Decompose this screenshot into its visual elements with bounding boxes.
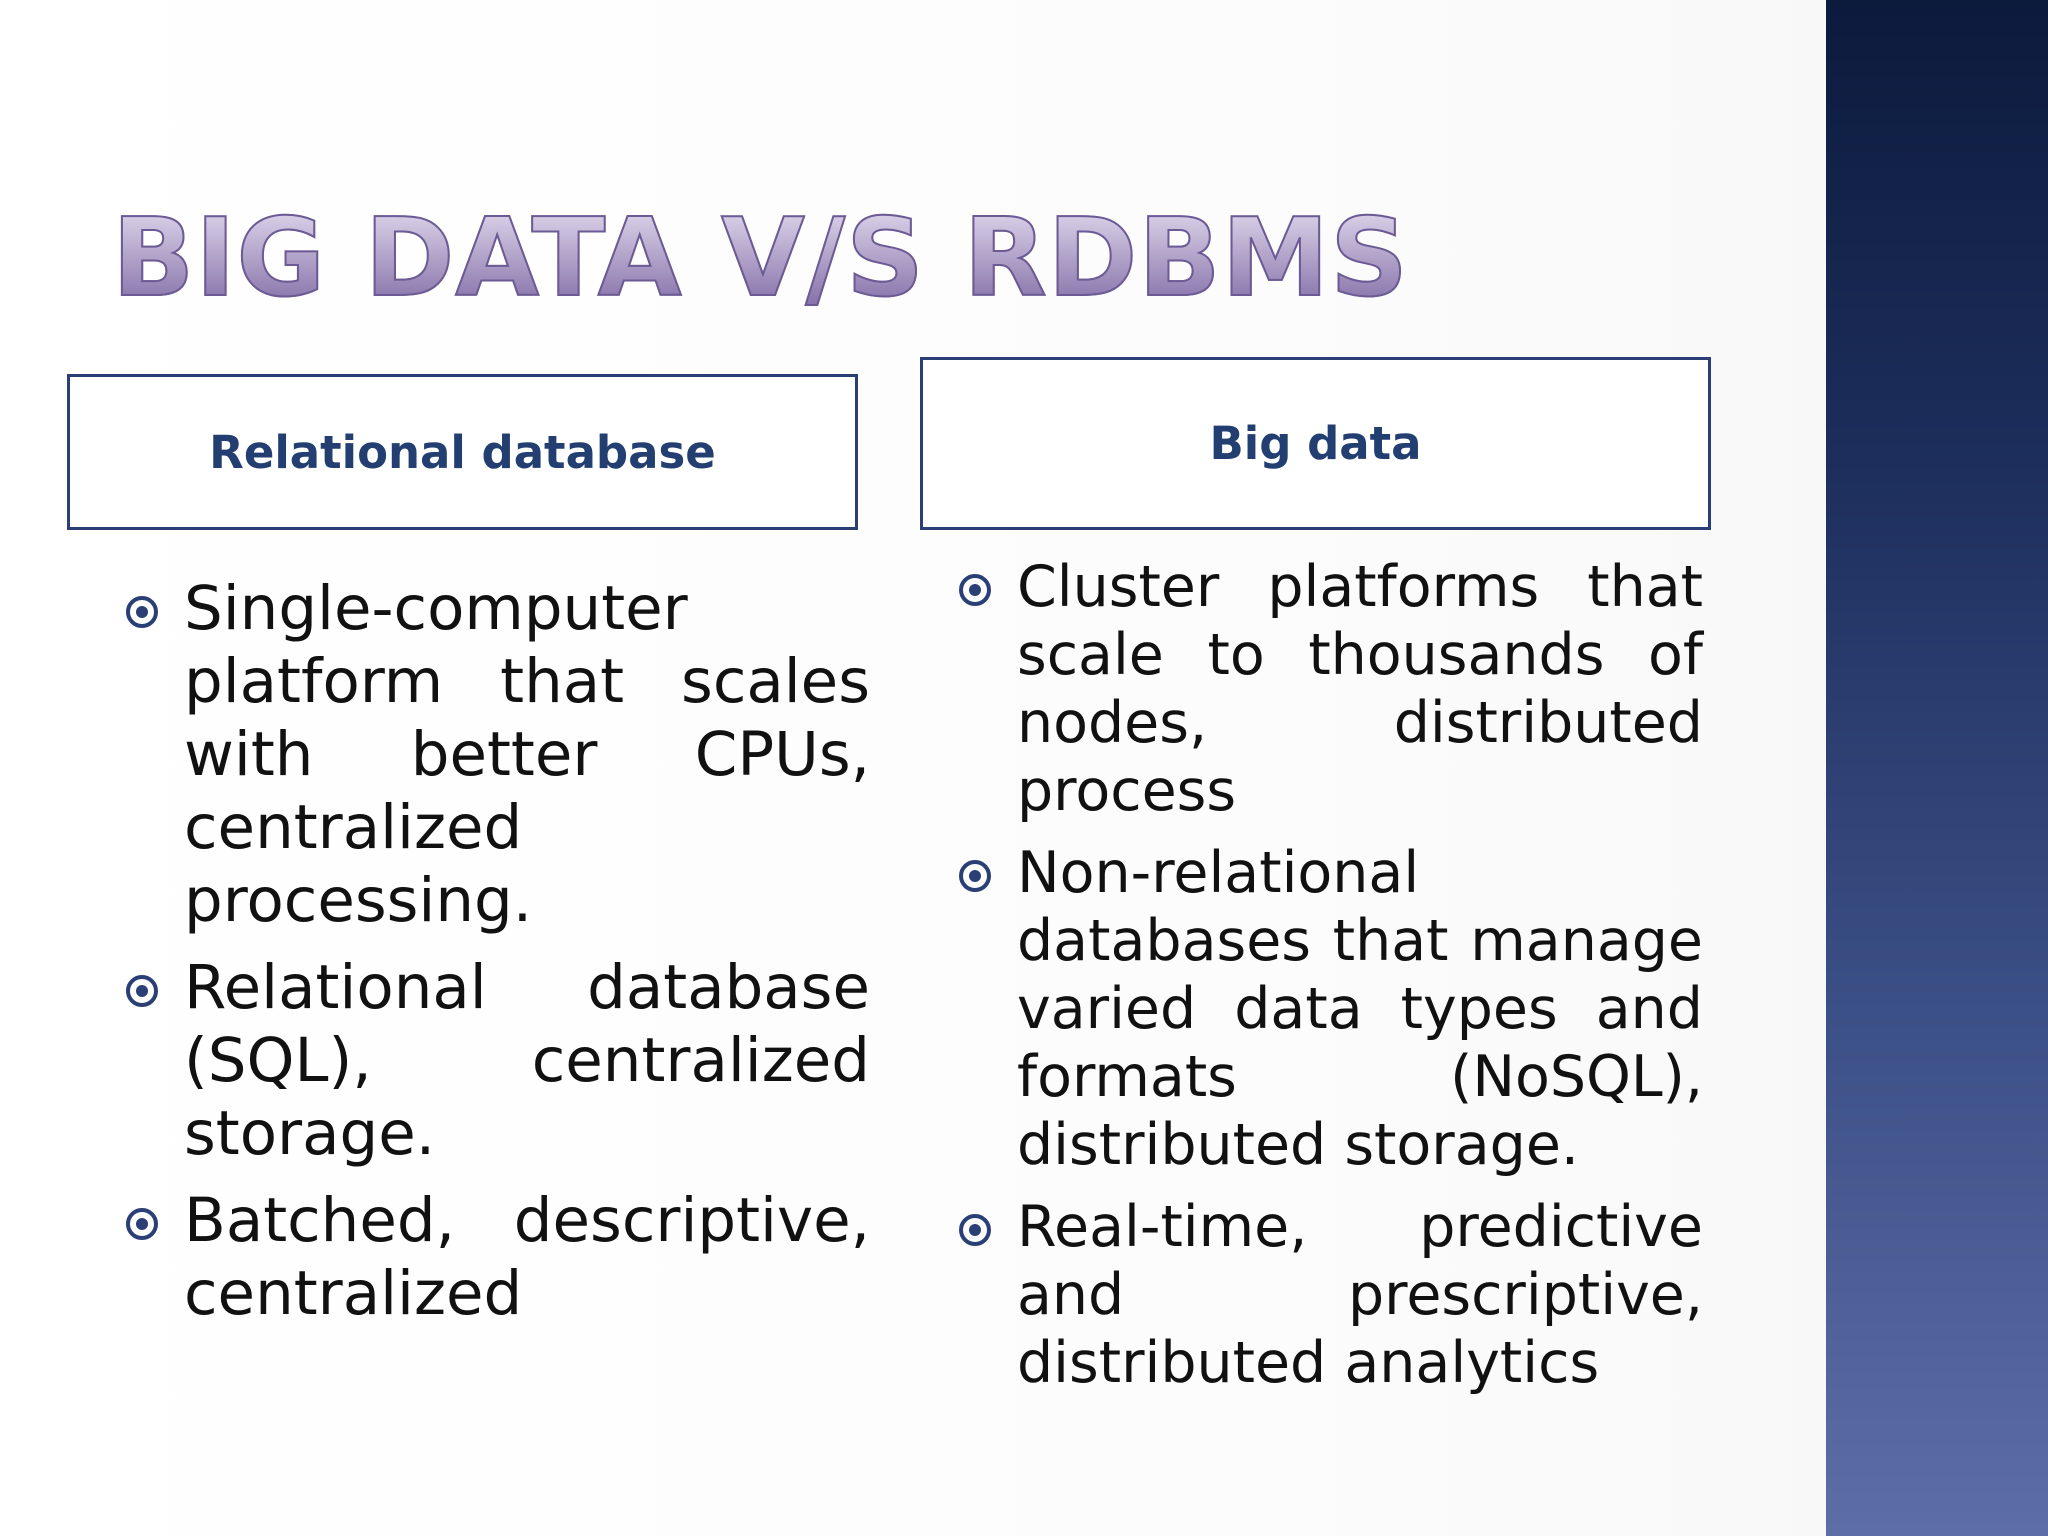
big-data-bullet-list: Cluster platforms that scale to thousand… (953, 553, 1703, 1411)
list-item: Relational database (SQL), centralized s… (120, 951, 870, 1170)
circled-dot-icon (959, 574, 991, 606)
circled-dot-icon (126, 1208, 158, 1240)
bullet-text: Non-relational databases that manage var… (1017, 840, 1703, 1178)
decorative-side-band (1826, 0, 2048, 1536)
slide-title: BIG DATA V/S RDBMS (111, 196, 1409, 321)
list-item: Single-computer platform that scales wit… (120, 572, 870, 937)
circled-dot-icon (959, 1214, 991, 1246)
list-item: Cluster platforms that scale to thousand… (953, 553, 1703, 825)
circled-dot-icon (959, 860, 991, 892)
bullet-text: Real-time, predictive and prescriptive, … (1017, 1194, 1703, 1396)
bullet-text: Single-computer platform that scales wit… (184, 573, 870, 936)
list-item: Batched, descriptive, centralized (120, 1184, 870, 1330)
circled-dot-icon (126, 596, 158, 628)
big-data-header-label: Big data (1209, 417, 1422, 470)
circled-dot-icon (126, 975, 158, 1007)
relational-database-bullet-list: Single-computer platform that scales wit… (120, 572, 870, 1344)
relational-database-header-label: Relational database (209, 425, 716, 479)
list-item: Non-relational databases that manage var… (953, 839, 1703, 1179)
bullet-text: Relational database (SQL), centralized s… (184, 952, 870, 1169)
relational-database-header-box: Relational database (67, 374, 858, 530)
bullet-text: Batched, descriptive, centralized (184, 1185, 870, 1329)
big-data-header-box: Big data (920, 357, 1711, 530)
bullet-text: Cluster platforms that scale to thousand… (1017, 554, 1703, 824)
list-item: Real-time, predictive and prescriptive, … (953, 1193, 1703, 1397)
